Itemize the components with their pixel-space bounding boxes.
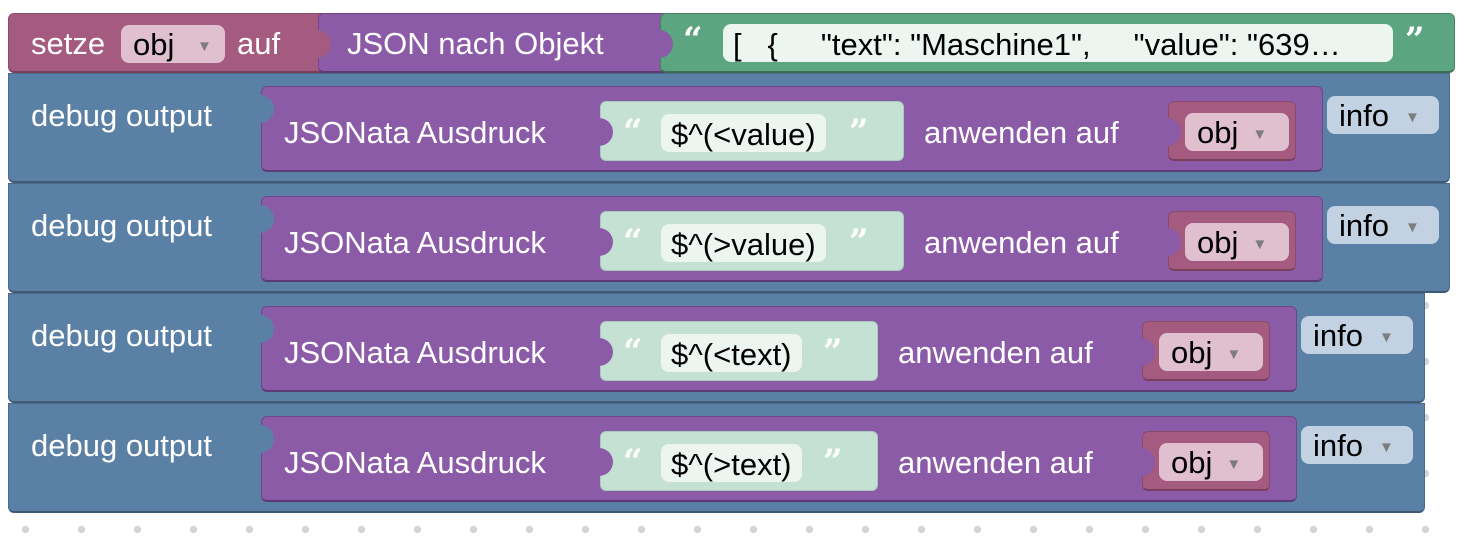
log-level-dropdown[interactable]: info ▼ — [1327, 96, 1439, 134]
open-quote-icon: “ — [683, 20, 703, 60]
jsonata-expression-block[interactable]: JSONata Ausdruck “ $^(<value) ” anwenden auf… — [260, 86, 1323, 172]
input-notch — [260, 425, 274, 453]
expression-string-block[interactable]: “ $^(>text) ” — [599, 431, 878, 491]
debug-output-block[interactable]: debug output JSONata Ausdruck “ $^(<value) ”… — [8, 73, 1450, 183]
apply-to-label: anwenden auf — [898, 445, 1093, 480]
set-label: setze — [31, 26, 106, 61]
debug-output-label: debug output — [31, 428, 213, 463]
expression-text-field[interactable]: $^(>value) — [661, 224, 826, 262]
variable-get-block[interactable]: obj ▼ — [1167, 211, 1296, 271]
input-notch — [1167, 118, 1181, 146]
expression-text-field[interactable]: $^(>text) — [661, 444, 802, 482]
close-quote-icon: ” — [823, 332, 843, 372]
expression-text-field[interactable]: $^(<text) — [661, 334, 802, 372]
input-notch — [1167, 228, 1181, 256]
log-level-dropdown[interactable]: info ▼ — [1301, 426, 1413, 464]
set-variable-name: obj — [133, 27, 175, 62]
set-variable-block[interactable]: setze obj ▼ auf — [8, 13, 338, 73]
set-to-label: auf — [237, 26, 281, 61]
debug-output-block[interactable]: debug output JSONata Ausdruck “ $^(<text) ” a… — [8, 293, 1425, 403]
log-level-value: info — [1339, 208, 1389, 243]
input-notch — [260, 205, 274, 233]
expression-string-block[interactable]: “ $^(<value) ” — [599, 101, 904, 161]
jsonata-label: JSONata Ausdruck — [284, 335, 546, 370]
open-quote-icon: “ — [623, 222, 643, 262]
open-quote-icon: “ — [623, 112, 643, 152]
json-text-value: [ { "text": "Maschine1", "value": "639… — [733, 27, 1341, 62]
open-quote-icon: “ — [623, 442, 643, 482]
expression-text: $^(>text) — [671, 447, 792, 482]
expression-text: $^(<value) — [671, 117, 816, 152]
json-text-field[interactable]: [ { "text": "Maschine1", "value": "639… — [723, 24, 1393, 62]
apply-to-label: anwenden auf — [898, 335, 1093, 370]
variable-get-block[interactable]: obj ▼ — [1141, 321, 1270, 381]
set-variable-dropdown[interactable]: obj ▼ — [121, 25, 225, 63]
variable-name: obj — [1197, 225, 1239, 260]
dropdown-arrow-icon: ▼ — [1378, 329, 1394, 347]
debug-output-block[interactable]: debug output JSONata Ausdruck “ $^(>text) ” a… — [8, 403, 1425, 513]
log-level-dropdown[interactable]: info ▼ — [1327, 206, 1439, 244]
json-to-object-label: JSON nach Objekt — [347, 26, 604, 61]
open-quote-icon: “ — [623, 332, 643, 372]
jsonata-label: JSONata Ausdruck — [284, 115, 546, 150]
dropdown-arrow-icon: ▼ — [1226, 346, 1242, 364]
log-level-value: info — [1339, 98, 1389, 133]
dropdown-arrow-icon: ▼ — [1378, 439, 1394, 457]
close-quote-icon: ” — [1405, 20, 1425, 60]
variable-name: obj — [1171, 445, 1213, 480]
dropdown-arrow-icon: ▼ — [1404, 109, 1420, 127]
dropdown-arrow-icon: ▼ — [1226, 456, 1242, 474]
dropdown-arrow-icon: ▼ — [1252, 236, 1268, 254]
text-block[interactable]: “ [ { "text": "Maschine1", "value": "639… — [659, 13, 1455, 73]
close-quote-icon: ” — [849, 112, 869, 152]
variable-name: obj — [1197, 115, 1239, 150]
input-notch — [317, 30, 331, 58]
expression-string-block[interactable]: “ $^(<text) ” — [599, 321, 878, 381]
input-notch — [260, 95, 274, 123]
variable-get-block[interactable]: obj ▼ — [1141, 431, 1270, 491]
expression-text: $^(>value) — [671, 227, 816, 262]
expression-text-field[interactable]: $^(<value) — [661, 114, 826, 152]
dropdown-arrow-icon: ▼ — [1404, 219, 1420, 237]
dropdown-arrow-icon: ▼ — [1252, 126, 1268, 144]
debug-output-block[interactable]: debug output JSONata Ausdruck “ $^(>value) ”… — [8, 183, 1450, 293]
input-notch — [1141, 448, 1155, 476]
variable-name: obj — [1171, 335, 1213, 370]
dropdown-arrow-icon: ▼ — [197, 38, 212, 56]
debug-output-label: debug output — [31, 98, 213, 133]
jsonata-expression-block[interactable]: JSONata Ausdruck “ $^(>value) ” anwenden auf… — [260, 196, 1323, 282]
variable-dropdown[interactable]: obj ▼ — [1185, 223, 1289, 261]
log-level-value: info — [1313, 428, 1363, 463]
variable-get-block[interactable]: obj ▼ — [1167, 101, 1296, 161]
apply-to-label: anwenden auf — [924, 115, 1119, 150]
jsonata-expression-block[interactable]: JSONata Ausdruck “ $^(>text) ” anwenden auf o… — [260, 416, 1297, 502]
input-notch — [599, 228, 613, 256]
apply-to-label: anwenden auf — [924, 225, 1119, 260]
variable-dropdown[interactable]: obj ▼ — [1159, 443, 1263, 481]
input-notch — [599, 338, 613, 366]
debug-output-label: debug output — [31, 318, 213, 353]
input-notch — [599, 118, 613, 146]
input-notch — [260, 315, 274, 343]
json-to-object-block[interactable]: JSON nach Objekt — [317, 13, 668, 73]
debug-output-label: debug output — [31, 208, 213, 243]
close-quote-icon: ” — [849, 222, 869, 262]
log-level-value: info — [1313, 318, 1363, 353]
jsonata-expression-block[interactable]: JSONata Ausdruck “ $^(<text) ” anwenden auf o… — [260, 306, 1297, 392]
input-notch — [659, 30, 673, 58]
close-quote-icon: ” — [823, 442, 843, 482]
expression-string-block[interactable]: “ $^(>value) ” — [599, 211, 904, 271]
variable-dropdown[interactable]: obj ▼ — [1185, 113, 1289, 151]
input-notch — [599, 448, 613, 476]
jsonata-label: JSONata Ausdruck — [284, 445, 546, 480]
expression-text: $^(<text) — [671, 337, 792, 372]
log-level-dropdown[interactable]: info ▼ — [1301, 316, 1413, 354]
input-notch — [1141, 338, 1155, 366]
variable-dropdown[interactable]: obj ▼ — [1159, 333, 1263, 371]
jsonata-label: JSONata Ausdruck — [284, 225, 546, 260]
